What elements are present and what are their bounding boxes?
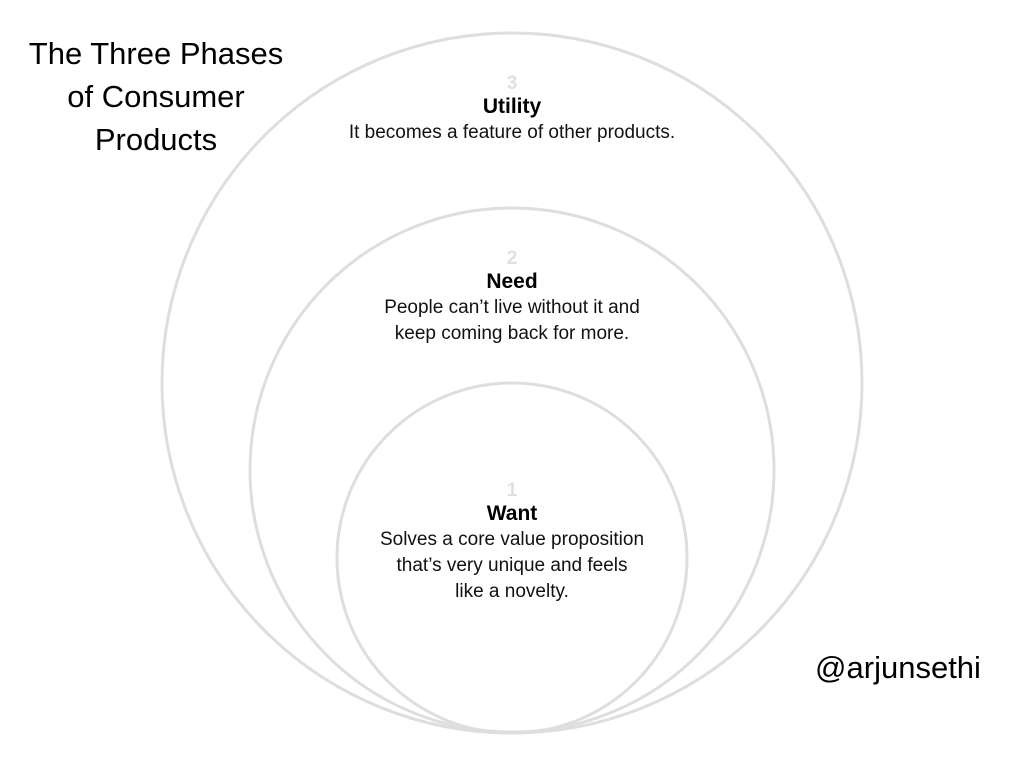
phase-want-description: Solves a core value proposition that’s v… xyxy=(337,527,687,605)
phase-need-description: People can’t live without it and keep co… xyxy=(312,295,712,347)
page-title-line-1: The Three Phases xyxy=(28,36,284,71)
page-title-line-3: Products xyxy=(94,122,218,157)
phase-utility-description: It becomes a feature of other products. xyxy=(262,120,762,146)
phase-utility-number: 3 xyxy=(506,73,518,94)
phase-want-description-line-3: like a novelty. xyxy=(455,581,569,602)
phase-utility: 3 Utility It becomes a feature of other … xyxy=(262,74,762,146)
phase-need-description-line-1: People can’t live without it and xyxy=(384,297,640,318)
inner-ring-want xyxy=(335,381,689,735)
phase-utility-name: Utility xyxy=(482,95,542,118)
phase-need-description-line-2: keep coming back for more. xyxy=(394,323,630,344)
phase-want: 1 Want Solves a core value proposition t… xyxy=(337,481,687,605)
phase-utility-description-line-1: It becomes a feature of other products. xyxy=(348,122,676,143)
phase-want-number: 1 xyxy=(506,480,518,501)
phase-need-number: 2 xyxy=(506,248,518,269)
page-title-line-2: of Consumer xyxy=(67,79,245,114)
phase-want-description-line-2: that’s very unique and feels xyxy=(396,555,628,576)
phase-need-name: Need xyxy=(486,270,538,293)
phase-want-description-line-1: Solves a core value proposition xyxy=(379,529,645,550)
author-handle: @arjunsethi xyxy=(815,650,981,685)
phase-need: 2 Need People can’t live without it and … xyxy=(312,249,712,347)
page-title: The Three Phases of Consumer Products xyxy=(10,32,302,161)
phase-want-name: Want xyxy=(486,502,538,525)
